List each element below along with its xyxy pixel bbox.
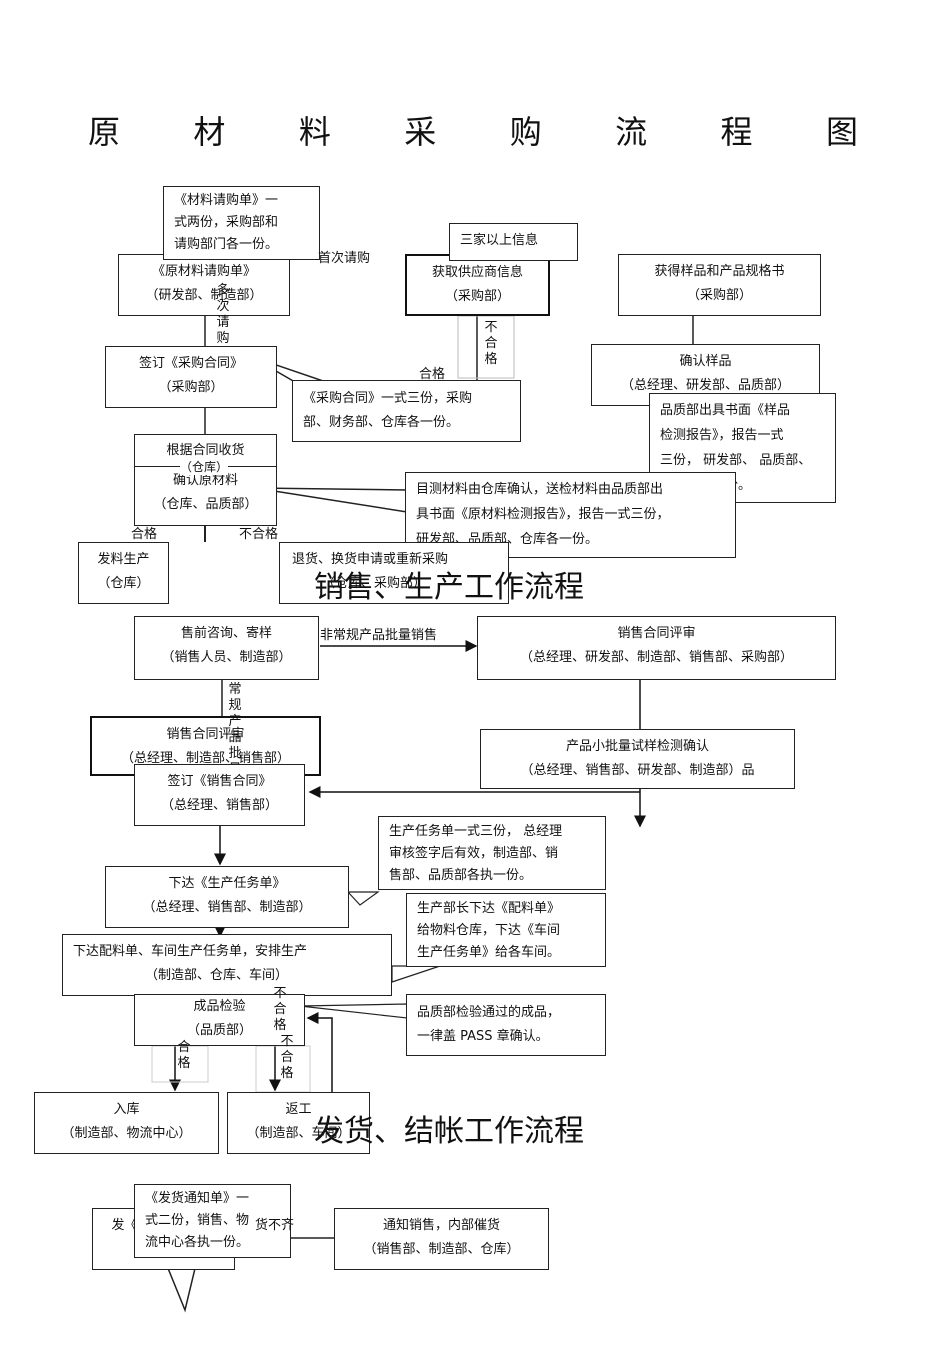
bubble-tail-inspection	[254, 487, 408, 513]
section-title-sales-production: 销售、生产工作流程	[314, 570, 584, 605]
page-title-char: 程	[720, 113, 753, 151]
bubble-tail-pass	[299, 1003, 408, 1019]
task-order-note: 生产任务单一式三份， 总经理 审核签字后有效，制造部、销 售部、品质部各执一份。	[378, 816, 606, 890]
inspection-fail-label-a: 不合格	[273, 986, 287, 1033]
sign-sales-contract-box: 签订《销售合同》 （总经理、销售部）	[134, 764, 305, 826]
page-title-char: 图	[825, 113, 858, 151]
first-request-label: 首次请购	[318, 251, 371, 266]
presale-box: 售前咨询、寄样 （销售人员、制造部）	[134, 616, 319, 680]
contract-review-big-box: 销售合同评审 （总经理、研发部、制造部、销售部、采购部）	[477, 616, 836, 680]
pass-stamp-note: 品质部检验通过的成品， 一律盖 PASS 章确认。	[406, 994, 606, 1056]
material-request-box: 《原材料请购单》 （研发部、制造部）	[118, 254, 290, 316]
page-title-char: 料	[298, 113, 331, 151]
material-order-note: 生产部长下达《配料单》 给物料仓库，下达《车间 生产任务单》给各车间。	[406, 893, 606, 967]
rework-box: 返工 （制造部、车间）	[227, 1092, 370, 1154]
page-title: 原材料采购流程图	[88, 108, 858, 152]
shortage-label: 货不齐	[255, 1218, 295, 1233]
sample-spec-box: 获得样品和产品规格书 （采购部）	[618, 254, 821, 316]
page-title-char: 采	[404, 113, 437, 151]
connector-supplier-loop	[457, 315, 515, 379]
page-title-char: 原	[88, 113, 121, 151]
small-batch-box: 产品小批量试样检测确认 （总经理、销售部、研发部、制造部）品	[480, 729, 795, 789]
section-title-shipping-settlement: 发货、结帐工作流程	[314, 1114, 584, 1149]
supplier-pass-label: 合格	[419, 367, 446, 382]
page-title-char: 流	[615, 113, 648, 151]
issue-production-box: 发料生产 （仓库）	[78, 542, 169, 604]
repeat-request-label: 多次请购	[216, 283, 230, 346]
bubble-tail-task	[346, 891, 380, 906]
receive-goods-dept: （仓库）	[180, 458, 229, 475]
inspection-pass-label: 合格	[177, 1040, 191, 1071]
supplier-info-box: 获取供应商信息 （采购部）	[405, 254, 550, 316]
page-title-char: 购	[509, 113, 542, 151]
three-suppliers-note: 三家以上信息	[449, 223, 578, 261]
return-exchange-box: 退货、换货申请或重新采购 （仓库、采购部）	[279, 542, 509, 604]
arrow-rework-inspection	[306, 1012, 333, 1092]
confirm-material-box: 确认原材料 （仓库、品质部）	[134, 466, 277, 526]
issue-task-order-box: 下达《生产任务单》 （总经理、销售部、制造部）	[105, 866, 349, 928]
sign-contract-box: 签订《采购合同》 （采购部）	[105, 346, 277, 408]
notify-sales-box: 通知销售，内部催货 （销售部、制造部、仓库）	[334, 1208, 549, 1270]
contract-note: 《采购合同》一式三份，采购 部、财务部、仓库各一份。	[292, 380, 521, 442]
supplier-fail-label: 不合格	[484, 320, 498, 367]
request-note: 《材料请购单》一 式两份，采购部和 请购部门各一份。	[163, 186, 320, 260]
inspection-fail-label-b: 不合格	[280, 1034, 294, 1081]
arrange-production-box: 下达配料单、车间生产任务单，安排生产 （制造部、仓库、车间）	[62, 934, 392, 996]
material-pass-label: 合格	[131, 527, 158, 542]
final-inspection-box: 成品检验 （品质部）	[134, 994, 305, 1046]
material-fail-label: 不合格	[239, 527, 279, 542]
bubble-tail-material	[391, 965, 441, 983]
delivery-note: 《发货通知单》一 式二份，销售、物 流中心各执一份。	[134, 1184, 291, 1258]
nonstandard-label: 非常规产品批量销售	[320, 628, 438, 643]
page-title-char: 材	[193, 113, 226, 151]
warehouse-in-box: 入库 （制造部、物流中心）	[34, 1092, 219, 1154]
